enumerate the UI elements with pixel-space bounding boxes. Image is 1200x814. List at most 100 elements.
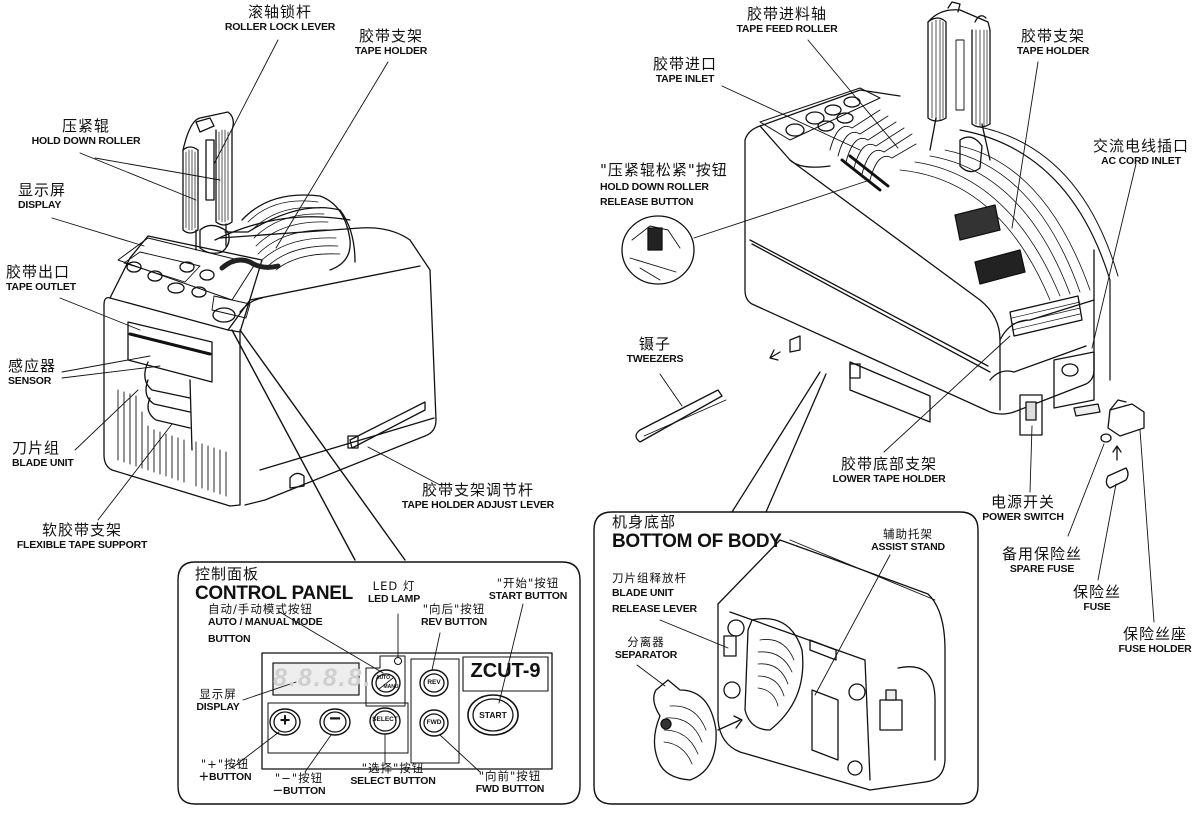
control-panel-title: 控制面板 CONTROL PANEL [195,565,353,605]
left-machine-illustration [103,111,437,507]
manu-text: MANU [383,684,399,690]
label-ac-cord-inlet: 交流电线插口 AC CORD INLET [1086,137,1196,168]
label-flexible-tape-support: 软胶带支架 FLEXIBLE TAPE SUPPORT [12,521,152,552]
label-en: FWD BUTTON [475,783,545,796]
label-zh: 保险丝座 [1122,625,1187,643]
label-zh: 压紧辊 [61,117,110,135]
label-display-left: 显示屏 DISPLAY [18,181,67,212]
label-spare-fuse: 备用保险丝 SPARE FUSE [1000,545,1084,575]
label-en: FUSE [1083,601,1111,614]
label-en: AC CORD INLET [1101,155,1181,168]
label-rev-button: "向后"按钮 REV BUTTON [418,602,490,629]
label-en: SEPARATOR [614,649,678,662]
label-zh: 胶带底部支架 [840,455,937,473]
label-tweezers: 镊子 TWEEZERS [620,335,690,365]
auto-manual-button[interactable]: AUTO MANU [372,672,400,694]
label-display-panel: 显示屏 DISPLAY [190,687,246,713]
label-separator: 分离器 SEPARATOR [608,635,684,662]
label-en: LOWER TAPE HOLDER [832,473,946,486]
label-zh: 胶带进料轴 [746,5,827,23]
label-zh: LED 灯 [372,579,416,593]
label-roller-lock-lever: 滚轴锁杆 ROLLER LOCK LEVER [220,3,340,34]
label-en: FLEXIBLE TAPE SUPPORT [16,539,148,552]
label-en: ROLLER LOCK LEVER [224,21,336,34]
display-readout: 8.8.8.8. [273,664,373,692]
label-zh: 备用保险丝 [1001,545,1082,563]
label-fwd-button: "向前"按钮 FWD BUTTON [470,769,550,796]
label-en: LED LAMP [367,593,421,606]
label-tape-feed-roller: 胶带进料轴 TAPE FEED ROLLER [732,5,842,35]
label-blade-unit: 刀片组 BLADE UNIT [12,439,74,470]
label-zh: "压紧辊松紧"按钮 [600,161,728,179]
control-panel-callout [177,561,581,805]
rev-button[interactable]: REV [427,679,441,686]
label-zh: "−"按钮 [274,771,324,785]
label-zh: 胶带支架 [1020,27,1085,45]
title-zh: 控制面板 [195,565,260,583]
label-en: TAPE HOLDER [1016,45,1090,58]
label-zh: 保险丝 [1072,583,1121,601]
label-en: BLADE UNIT [612,587,674,600]
label-zh: "开始"按钮 [496,576,560,590]
label-zh: 显示屏 [199,687,237,701]
label-sensor: 感应器 SENSOR [8,357,57,387]
label-fuse-holder: 保险丝座 FUSE HOLDER [1110,625,1200,656]
label-hold-down-roller-release-button: "压紧辊松紧"按钮 HOLD DOWN ROLLER RELEASE BUTTO… [600,161,728,208]
label-en: HOLD DOWN ROLLER [600,181,709,194]
fwd-button[interactable]: FWD [426,719,442,726]
label-zh: "选择"按钮 [361,761,425,775]
right-leader-lines [659,39,1155,623]
label-blade-unit-release-lever: 刀片组释放杆 BLADE UNIT RELEASE LEVER [612,571,697,615]
label-led-lamp: LED 灯 LED LAMP [354,579,434,606]
label-en: TAPE OUTLET [6,281,76,294]
select-button[interactable]: SELECT [372,716,398,723]
label-en: －BUTTON [272,785,326,798]
label-en: ＋BUTTON [198,771,252,784]
label-zh: 自动/手动模式按钮 [208,602,313,616]
label-zh: 感应器 [8,357,57,375]
label-zh: 胶带支架调节杆 [421,481,534,499]
label-en: TAPE HOLDER ADJUST LEVER [401,499,555,512]
label-tape-holder-right: 胶带支架 TAPE HOLDER [1008,27,1098,58]
label-auto-manual-button: 自动/手动模式按钮 AUTO / MANUAL MODE BUTTON [208,602,323,645]
label-en: HOLD DOWN ROLLER [31,135,141,148]
label-zh: 刀片组释放杆 [612,571,687,585]
title-en: CONTROL PANEL [195,583,353,605]
label-en: SELECT BUTTON [350,775,436,788]
label-zh: 电源开关 [990,493,1055,511]
label-tape-holder-adjust-lever: 胶带支架调节杆 TAPE HOLDER ADJUST LEVER [398,481,558,512]
label-zh: 显示屏 [18,181,67,199]
label-en: DISPLAY [18,199,62,212]
label-select-button: "选择"按钮 SELECT BUTTON [348,761,438,788]
bottom-of-body-callout [593,511,979,805]
left-leader-lines [51,39,441,561]
label-zh: "向前"按钮 [478,769,542,783]
label-zh: 滚轴锁杆 [247,3,312,21]
start-button[interactable]: START [479,710,507,720]
label-en: AUTO / MANUAL MODE [208,616,323,629]
label-zh: "向后"按钮 [422,602,486,616]
label-tape-holder-left: 胶带支架 TAPE HOLDER [346,27,436,58]
plus-button[interactable]: + [279,710,291,730]
minus-button[interactable]: − [329,708,341,730]
label-zh: 胶带出口 [6,263,71,281]
label-plus-button: "+"按钮 ＋BUTTON [190,757,260,784]
label-fuse: 保险丝 FUSE [1062,583,1132,614]
label-power-switch: 电源开关 POWER SWITCH [976,493,1070,523]
label-en: BLADE UNIT [12,457,74,470]
label-zh: 胶带进口 [652,55,717,73]
label-minus-button: "−"按钮 －BUTTON [262,771,336,798]
right-machine-illustration [621,1,1145,489]
label-en: ASSIST STAND [871,541,945,554]
label-en: TAPE HOLDER [354,45,428,58]
label-zh: 刀片组 [12,439,61,457]
label-en: REV BUTTON [420,616,488,629]
label-zh: 胶带支架 [358,27,423,45]
label-tape-outlet: 胶带出口 TAPE OUTLET [6,263,76,294]
label-en: FUSE HOLDER [1118,643,1192,656]
label-hold-down-roller: 压紧辊 HOLD DOWN ROLLER [26,117,146,148]
auto-text: AUTO [375,675,391,681]
label-en: START BUTTON [488,590,568,603]
label-zh: 软胶带支架 [41,521,122,539]
